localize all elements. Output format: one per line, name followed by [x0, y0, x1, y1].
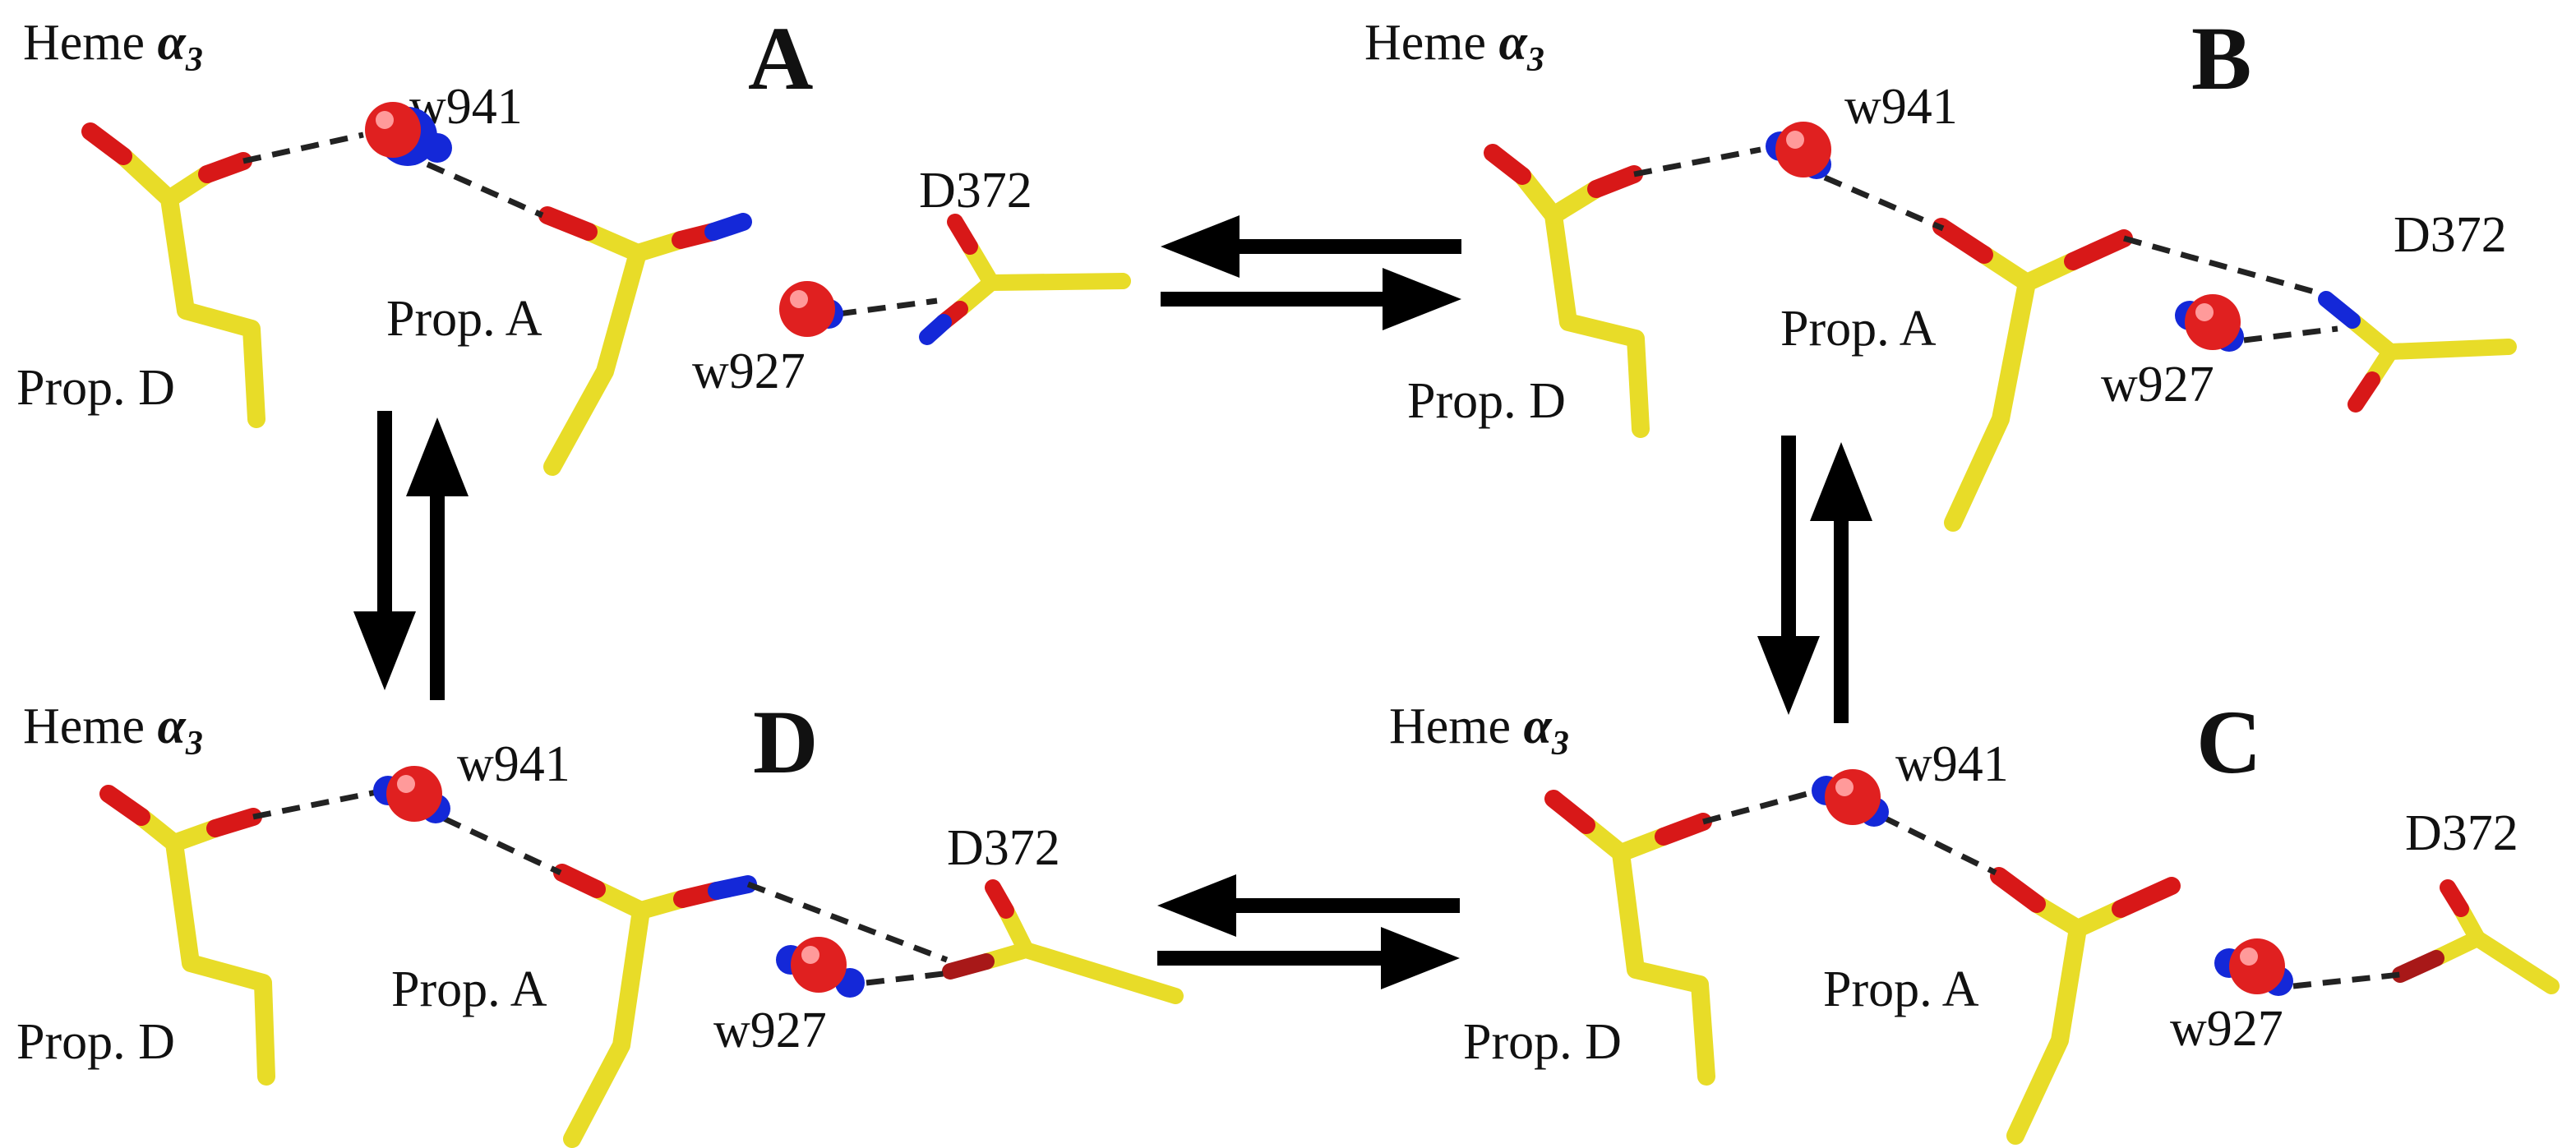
propionate-d-sticks-c [1544, 790, 1715, 1086]
panel-d: D Heme α3 w941 D372 Prop. A Prop. D w927 [16, 692, 1184, 1148]
panel-letter-a: A [748, 8, 813, 108]
w941-label-b: w941 [1844, 79, 1958, 135]
w941-label-d: w941 [457, 736, 570, 792]
w927-label-a: w927 [692, 343, 806, 399]
water-w941-c [1812, 769, 1889, 827]
d372-sticks-b [2318, 291, 2517, 413]
w941-label-c: w941 [1895, 736, 2009, 792]
prop-a-label-d: Prop. A [391, 961, 547, 1017]
prop-d-label-c: Prop. D [1463, 1014, 1622, 1070]
water-w927-c [2214, 938, 2293, 996]
propionate-d-sticks-d [99, 785, 275, 1086]
heme-label-a: Heme α3 [23, 15, 203, 79]
panel-letter-b: B [2191, 8, 2251, 108]
equilibrium-arrows-a-b [1161, 215, 1461, 330]
hydrogen-bonds-c [1702, 789, 2401, 989]
d372-label-b: D372 [2394, 207, 2507, 263]
panel-a: A Heme α3 w941 D372 Prop. A Prop. D w927 [16, 8, 1131, 476]
w927-label-b: w927 [2101, 357, 2214, 413]
equilibrium-arrows-b-c [1757, 436, 1872, 723]
d372-label-c: D372 [2405, 805, 2518, 861]
water-w927-d [776, 937, 865, 998]
prop-a-label-a: Prop. A [386, 291, 542, 347]
water-w941-a [365, 102, 452, 166]
d372-sticks-a [919, 214, 1131, 345]
water-w927-b [2175, 294, 2244, 352]
d372-sticks-d [942, 879, 1184, 1004]
w927-label-d: w927 [713, 1003, 827, 1058]
propionate-a-sticks-c [1990, 867, 2181, 1145]
d372-label-d: D372 [947, 820, 1060, 876]
panel-letter-c: C [2196, 692, 2261, 792]
water-w927-a [779, 281, 843, 337]
heme-label-b: Heme α3 [1364, 15, 1544, 79]
hydrogen-bonds-d [252, 789, 951, 986]
prop-d-label-b: Prop. D [1407, 373, 1566, 429]
propionate-d-sticks-a [81, 122, 265, 428]
propionate-a-sticks-d [553, 864, 757, 1148]
panel-c: C Heme α3 w941 D372 Prop. A Prop. D w927 [1389, 692, 2560, 1145]
propionate-d-sticks-b [1484, 144, 1650, 438]
w927-label-c: w927 [2170, 1001, 2283, 1057]
prop-a-label-b: Prop. A [1780, 301, 1937, 357]
propionate-a-sticks-a [538, 206, 752, 476]
panel-b: B Heme α3 w941 D372 Prop. A Prop. D w927 [1364, 8, 2517, 532]
equilibrium-arrows-d-c [1157, 874, 1460, 989]
hydrogen-bonds-b [1633, 146, 2338, 343]
heme-label-c: Heme α3 [1389, 698, 1569, 763]
water-w941-b [1766, 122, 1831, 179]
prop-a-label-c: Prop. A [1823, 961, 1979, 1017]
equilibrium-arrows-a-d [353, 411, 469, 700]
panel-letter-d: D [753, 692, 818, 792]
prop-d-label-d: Prop. D [16, 1014, 175, 1070]
water-w941-d [373, 766, 450, 823]
hydrogen-bonds-a [242, 131, 938, 317]
prop-d-label-a: Prop. D [16, 360, 175, 416]
d372-sticks-c [2392, 879, 2560, 994]
heme-label-d: Heme α3 [23, 698, 203, 763]
propionate-a-sticks-b [1932, 218, 2133, 532]
d372-label-a: D372 [919, 163, 1032, 219]
